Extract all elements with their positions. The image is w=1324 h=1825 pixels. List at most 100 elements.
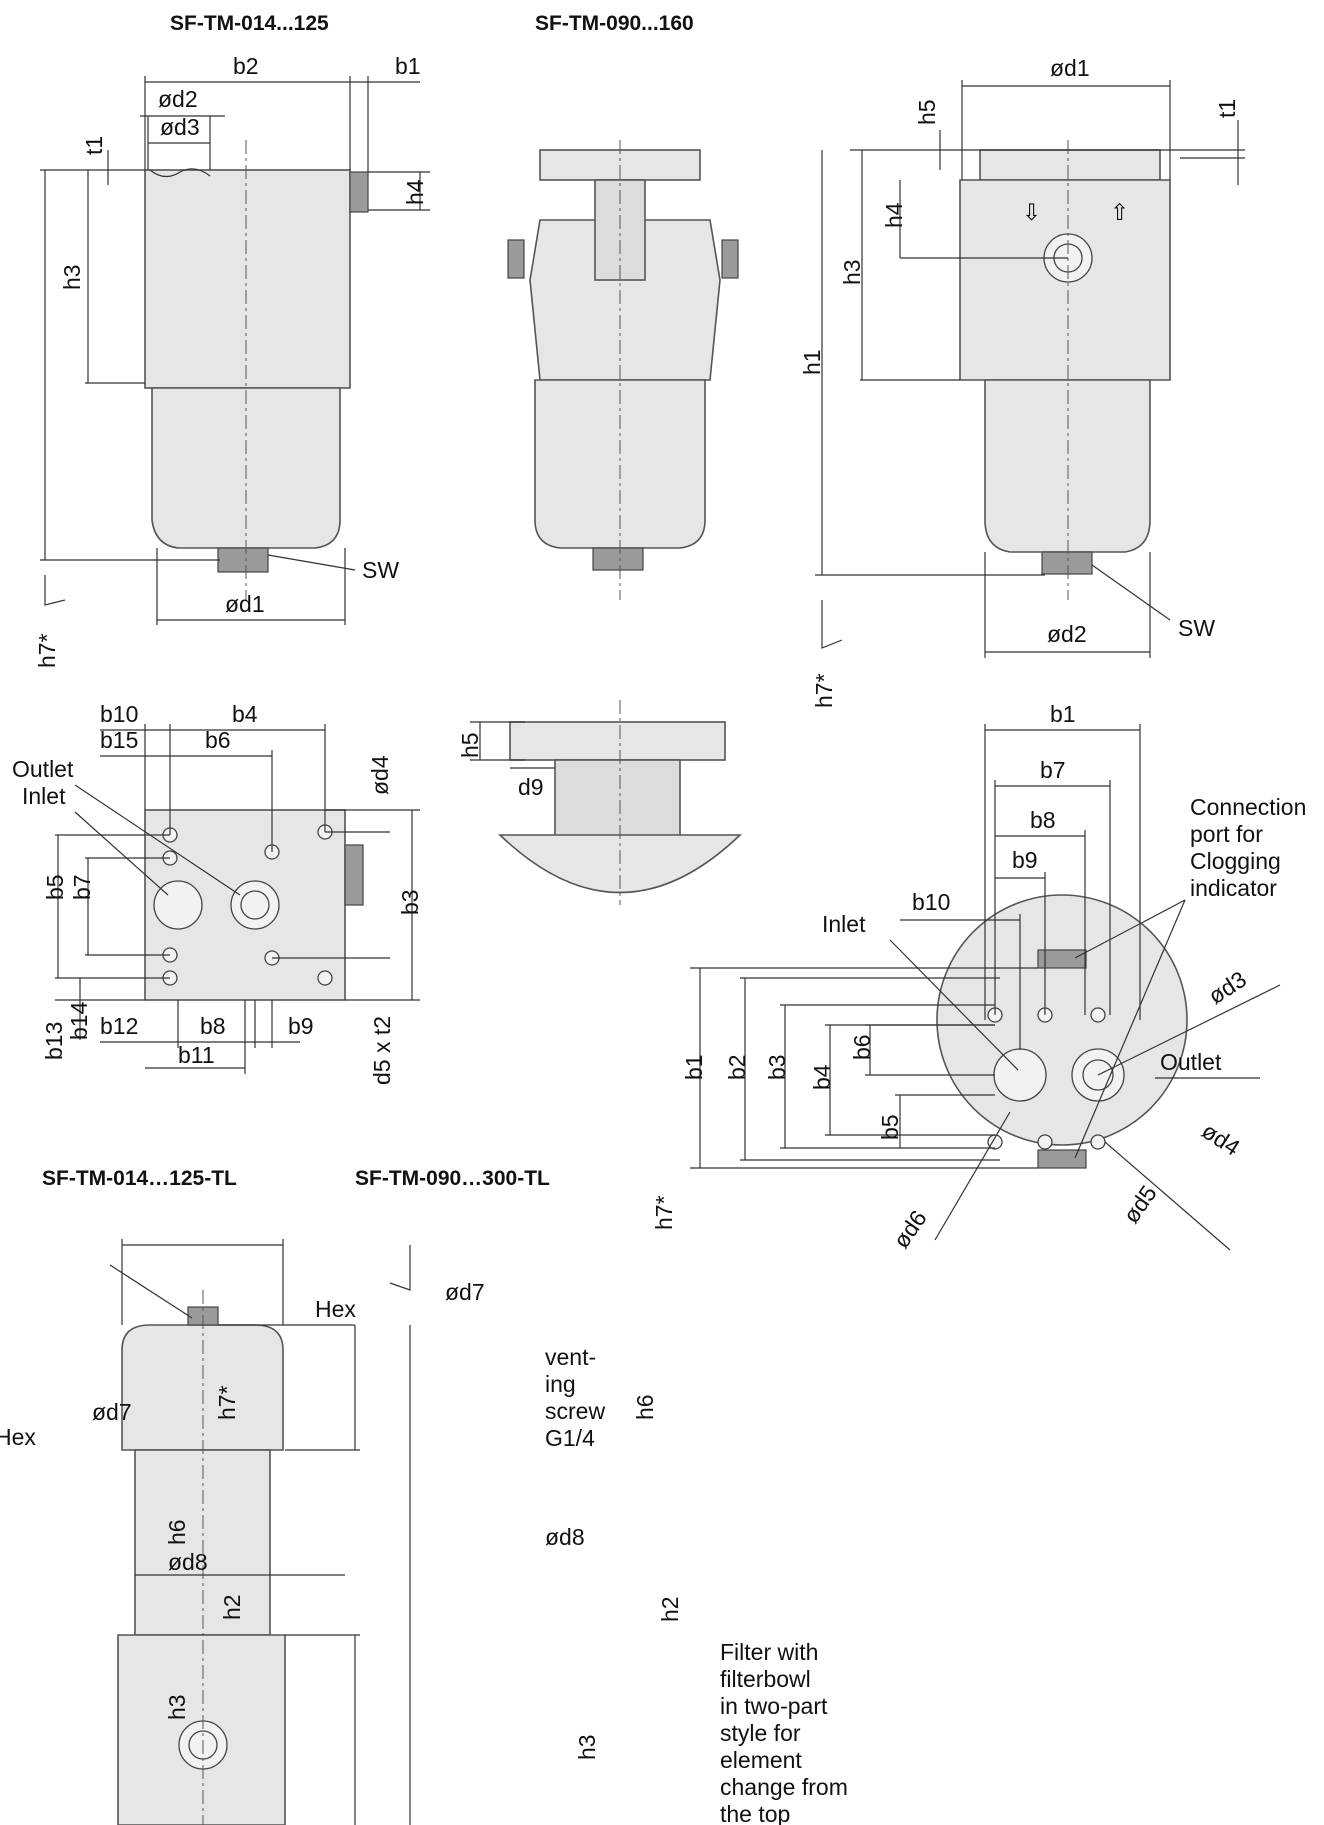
filter-note-4: style for	[720, 1720, 801, 1746]
label-d1-right: ød1	[1050, 55, 1090, 81]
view-side-right: ⇩ ⇧ ød1 h5 t1 h4 h3 h1 ød2 SW h7*	[799, 55, 1245, 708]
label-h5-detail: h5	[457, 732, 483, 758]
label-b7-left: b7	[69, 874, 95, 900]
label-t1-left: t1	[81, 136, 107, 155]
label-hex-tl: Hex	[315, 1296, 356, 1322]
break-line	[149, 168, 211, 178]
label-b10-left: b10	[100, 701, 138, 727]
label-h3-tl-right: h3	[574, 1734, 600, 1760]
arrow-down-glyph: ⇩	[1022, 199, 1041, 225]
label-d3-top: ød3	[160, 114, 200, 140]
filter-note-2: filterbowl	[720, 1666, 811, 1692]
label-d4-left: ød4	[367, 755, 393, 795]
label-d8-tl-right: ød8	[545, 1524, 585, 1550]
label-d8-tl: ød8	[168, 1549, 208, 1575]
label-b1-right: b1	[681, 1054, 707, 1080]
filter-note-3: in two-part	[720, 1693, 828, 1719]
view-flange-detail: h5 d9	[457, 700, 742, 905]
arrow-up-glyph: ⇧	[1110, 199, 1129, 225]
label-b1-right-top: b1	[1050, 701, 1076, 727]
label-b15: b15	[100, 727, 138, 753]
clogging-port-top	[1037, 949, 1087, 969]
label-b8-right: b8	[1030, 807, 1056, 833]
filter-head-body	[144, 169, 351, 389]
drain-plug	[217, 547, 269, 573]
label-b10-right: b10	[912, 889, 950, 915]
view-side-090-160	[507, 140, 739, 600]
label-h7-right: h7*	[811, 673, 837, 708]
flange-right	[979, 149, 1161, 181]
label-b14: b14	[66, 1001, 92, 1040]
label-d1-left: ød1	[225, 591, 265, 617]
label-b1: b1	[395, 53, 421, 79]
title-sf-tm-090-160: SF-TM-090...160	[535, 12, 694, 35]
view-side-014-125: b2 b1 ød2 ød3 h3 t1 h4 ød1 SW h7*	[34, 53, 430, 668]
label-d2-top: ød2	[158, 86, 198, 112]
label-b4-right: b4	[809, 1064, 835, 1090]
label-b2: b2	[233, 53, 259, 79]
venting-note-3: screw	[545, 1398, 605, 1424]
label-h3-tl: h3	[164, 1694, 190, 1720]
label-d5-right: ød5	[1118, 1180, 1162, 1227]
top-side-port	[344, 844, 364, 906]
label-d6: ød6	[888, 1205, 932, 1252]
label-h2-tl: h2	[219, 1594, 245, 1620]
label-inlet-left: Inlet	[22, 783, 66, 809]
filter-bowl-mid	[534, 379, 706, 549]
drain-plug-mid	[592, 547, 644, 571]
title-sf-tm-090-300-tl: SF-TM-090…300-TL	[355, 1167, 550, 1190]
label-b5-right: b5	[877, 1114, 903, 1140]
venting-note-1: vent-	[545, 1344, 596, 1370]
label-d9: d9	[518, 774, 544, 800]
label-b13: b13	[41, 1022, 67, 1060]
label-h6-tl: h6	[164, 1519, 190, 1545]
bolt-right-3	[1090, 1007, 1106, 1023]
venting-note-4: G1/4	[545, 1425, 595, 1451]
title-sf-tm-014-125: SF-TM-014...125	[170, 12, 329, 35]
connection-note-3: Clogging	[1190, 848, 1281, 874]
label-b3-right: b3	[764, 1054, 790, 1080]
outlet-port-inner	[240, 890, 270, 920]
label-d7-tl-right: ød7	[445, 1279, 485, 1305]
filter-note-5: element	[720, 1747, 802, 1773]
label-h1: h1	[799, 349, 825, 375]
view-tl-left: Hex Hex ød7 h7* h6 ød8 h2 h3	[0, 1239, 411, 1825]
title-sf-tm-014-125-tl: SF-TM-014…125-TL	[42, 1167, 237, 1190]
label-b7-right: b7	[1040, 757, 1066, 783]
label-hex-tl-left: Hex	[0, 1424, 36, 1450]
head-top-round	[936, 894, 1188, 1146]
flange-detail-top	[509, 721, 726, 761]
label-h4-right: h4	[881, 202, 907, 228]
side-port-left-mid	[507, 239, 525, 279]
label-b6-left: b6	[205, 727, 231, 753]
bolt-hole-8	[317, 970, 333, 986]
label-h7-left: h7*	[34, 633, 60, 668]
label-sw-left: SW	[362, 557, 399, 583]
label-h2-tl-right: h2	[657, 1596, 683, 1622]
view-top-right: b1 b7 b8 b9 b10 Inlet Connection port fo…	[651, 701, 1306, 1253]
filter-note-1: Filter with	[720, 1639, 818, 1665]
label-b9-right: b9	[1012, 847, 1038, 873]
view-top-left: b10 b4 b15 b6 Outlet Inlet b5 b7 b3 ød4 …	[12, 701, 423, 1085]
label-b2-right: b2	[724, 1054, 750, 1080]
drain-plug-right	[1041, 551, 1093, 575]
filter-head-body-mid	[529, 219, 721, 381]
side-port-right-mid	[721, 239, 739, 279]
label-h6-tl-right: h6	[632, 1394, 658, 1420]
filter-note-6: change from	[720, 1774, 848, 1800]
label-t1-right: t1	[1214, 99, 1240, 118]
label-b5-left: b5	[42, 874, 68, 900]
label-d5t2: d5 x t2	[369, 1016, 395, 1085]
label-b3-left: b3	[397, 889, 423, 915]
label-h4-left: h4	[402, 179, 428, 205]
label-h7-right-bottom: h7*	[651, 1195, 677, 1230]
label-inlet-right: Inlet	[822, 911, 866, 937]
label-outlet-left: Outlet	[12, 756, 74, 782]
label-h3-right: h3	[839, 259, 865, 285]
label-b11: b11	[178, 1042, 215, 1068]
connection-note-4: indicator	[1190, 875, 1277, 901]
bolt-right-5	[1037, 1134, 1053, 1150]
label-d7-tl: ød7	[92, 1399, 132, 1425]
side-port	[349, 171, 369, 213]
